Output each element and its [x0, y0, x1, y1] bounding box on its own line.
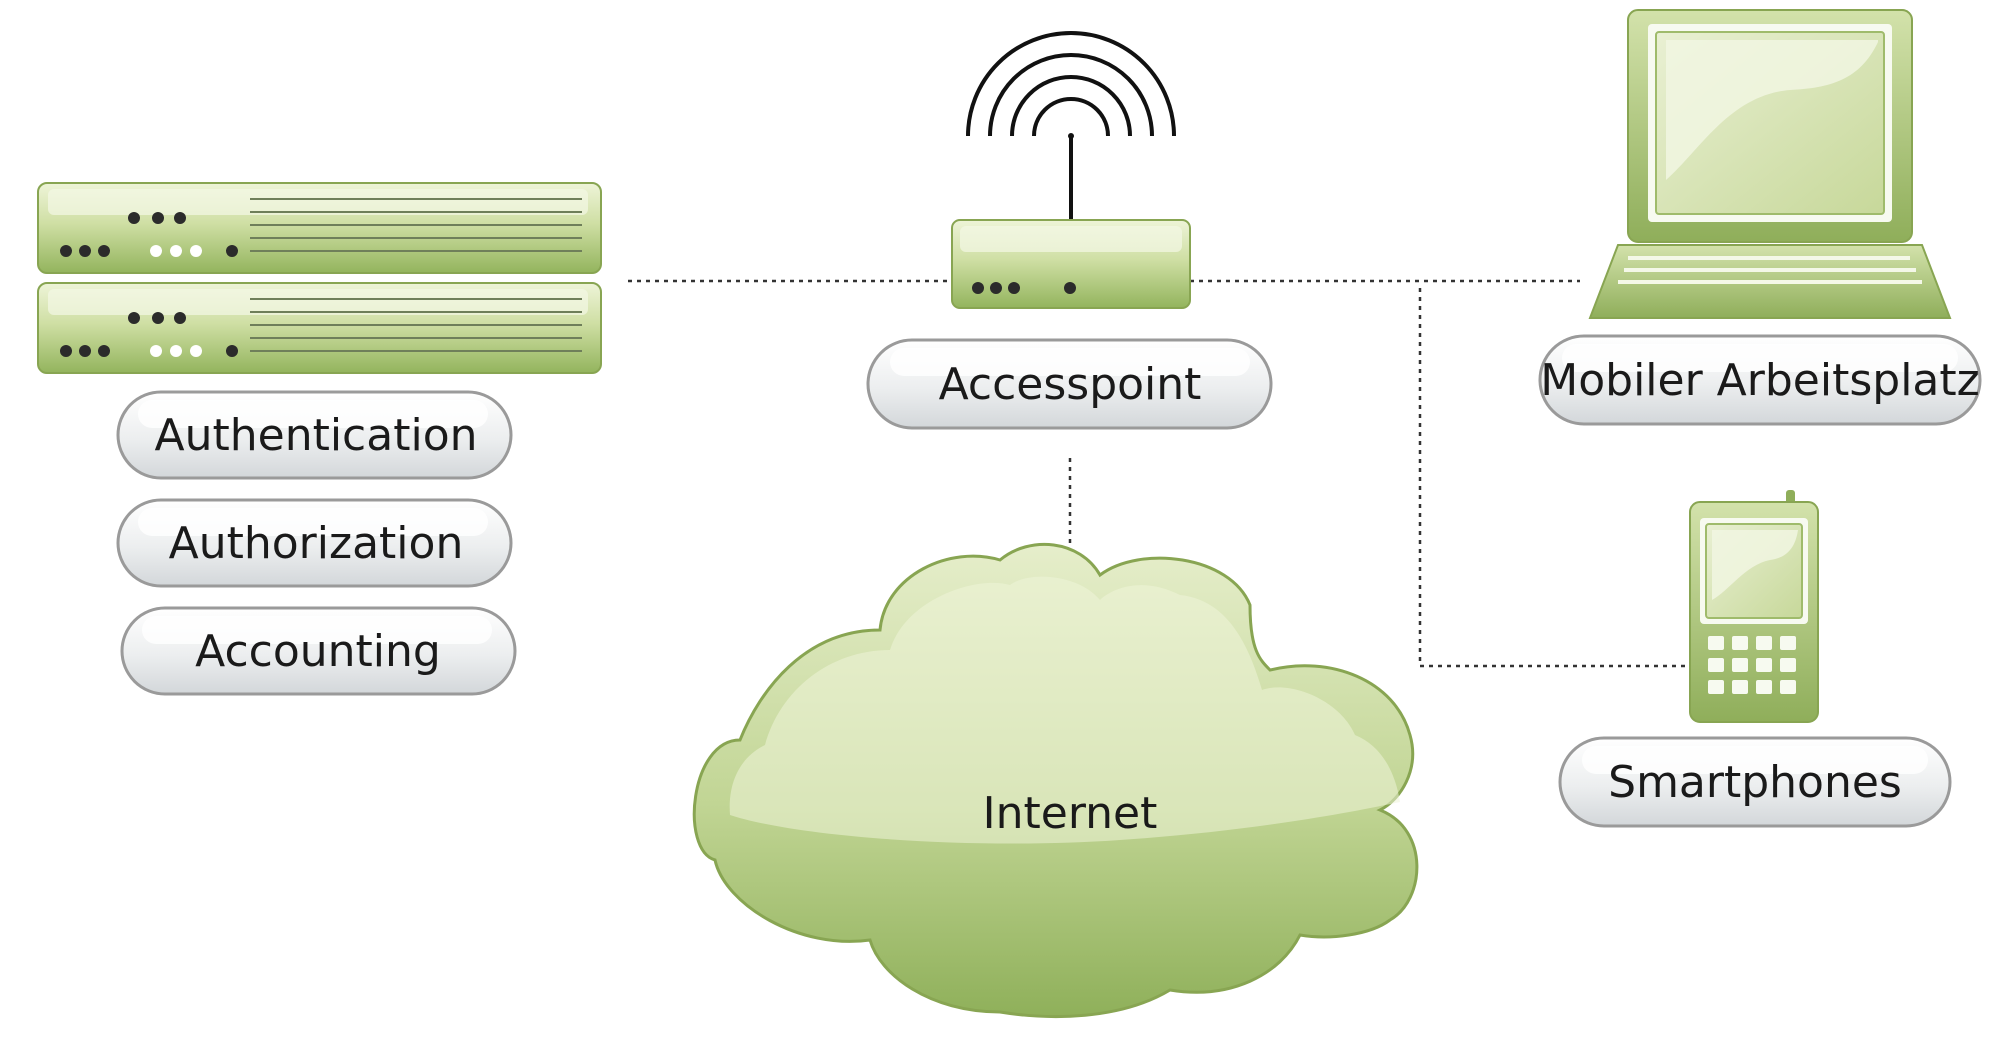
wifi-waves-icon — [966, 31, 1176, 137]
phone-icon — [1689, 490, 1819, 723]
laptop-icon — [1588, 9, 1952, 319]
cloud-icon: Internet — [692, 542, 1419, 1019]
label-authentication: Authentication — [155, 410, 478, 461]
pill-smartphones: Smartphones — [1558, 736, 1952, 828]
server-icon — [37, 182, 602, 374]
pill-authorization: Authorization — [116, 498, 513, 588]
pill-mobile-workplace: Mobiler Arbeitsplatz — [1538, 334, 1982, 426]
label-smartphones: Smartphones — [1608, 757, 1902, 808]
label-internet: Internet — [983, 788, 1158, 839]
label-mobile-workplace: Mobiler Arbeitsplatz — [1540, 355, 1979, 406]
label-accesspoint: Accesspoint — [939, 359, 1202, 410]
server-unit-top — [37, 182, 602, 274]
pill-accesspoint: Accesspoint — [866, 338, 1273, 430]
connection-lines — [628, 279, 1686, 668]
label-accounting: Accounting — [195, 626, 441, 677]
pill-authentication: Authentication — [116, 390, 513, 480]
server-unit-bottom — [37, 282, 602, 374]
label-authorization: Authorization — [169, 518, 464, 569]
pill-accounting: Accounting — [120, 606, 517, 696]
wifi-router-icon — [951, 31, 1191, 309]
